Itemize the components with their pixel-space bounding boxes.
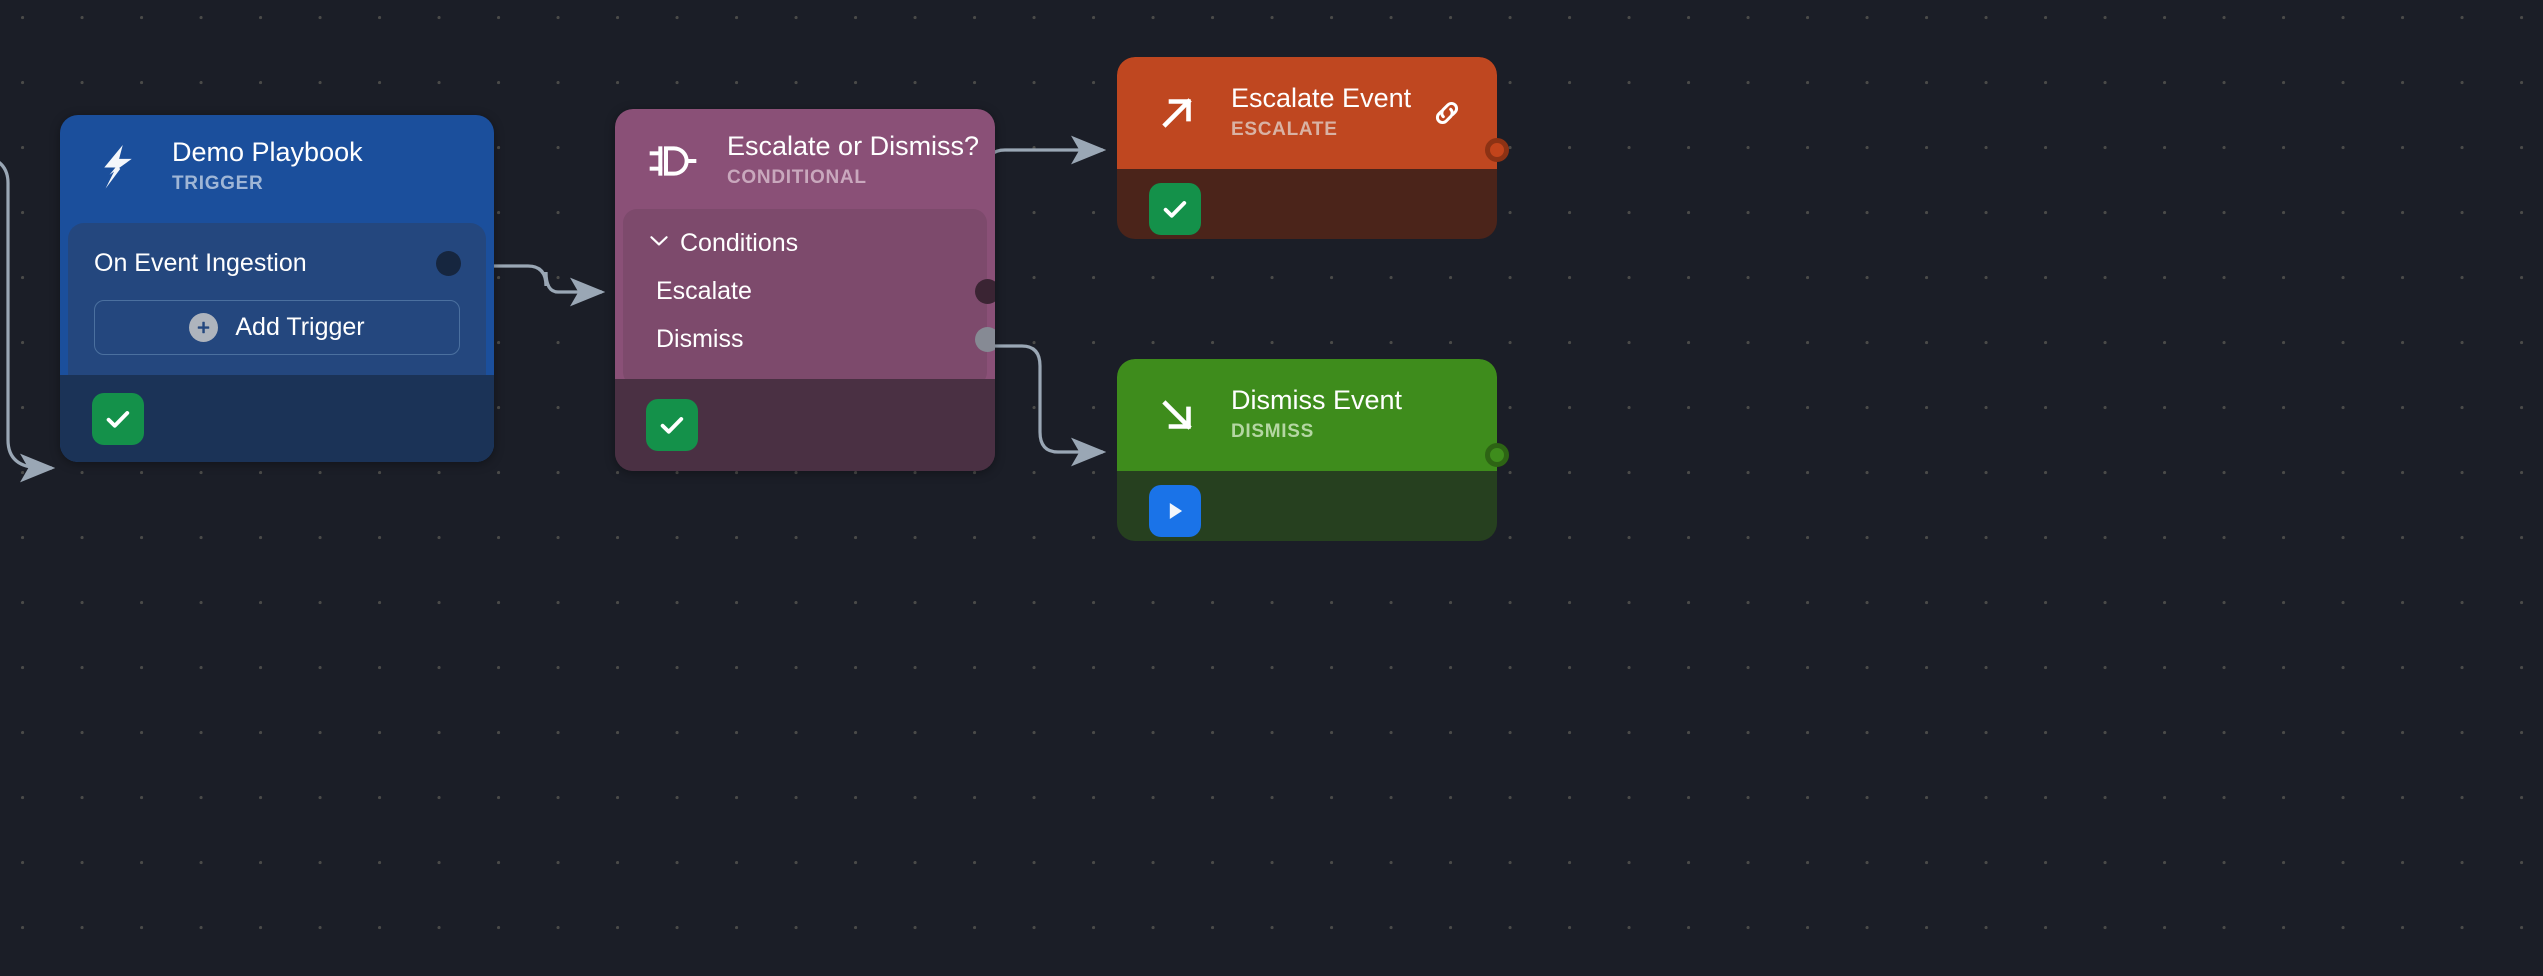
logic-gate-icon	[645, 133, 701, 189]
node-body: Dismiss Event DISMISS	[1117, 359, 1497, 541]
arrow-down-right-icon	[1149, 387, 1205, 443]
node-header-fill: Dismiss Event DISMISS	[1117, 359, 1497, 471]
trigger-inner-panel: On Event Ingestion Add Trigger	[68, 222, 486, 381]
conditional-top-section: Escalate or Dismiss? CONDITIONAL Conditi…	[615, 109, 995, 394]
conditions-section-toggle[interactable]: Conditions	[623, 225, 987, 268]
add-trigger-button[interactable]: Add Trigger	[94, 299, 460, 355]
chevron-down-icon	[649, 234, 669, 252]
add-trigger-label: Add Trigger	[235, 312, 365, 341]
lightning-bolt-icon	[90, 139, 146, 195]
node-footer	[60, 375, 494, 462]
node-escalate-or-dismiss-conditional[interactable]: Escalate or Dismiss? CONDITIONAL Conditi…	[615, 109, 995, 471]
node-subtitle: TRIGGER	[172, 172, 264, 194]
link-chain-icon[interactable]	[1427, 93, 1467, 133]
node-subtitle: CONDITIONAL	[727, 166, 867, 188]
trigger-row-on-event-ingestion[interactable]: On Event Ingestion	[94, 248, 461, 278]
condition-label: Dismiss	[656, 325, 744, 353]
condition-output-handle-escalate[interactable]	[974, 279, 995, 304]
node-footer	[1117, 471, 1497, 537]
node-header: Demo Playbook TRIGGER	[60, 115, 494, 215]
arrow-up-right-icon	[1149, 85, 1205, 141]
status-badge-check[interactable]	[92, 392, 144, 445]
trigger-output-handle[interactable]	[436, 250, 461, 276]
node-body: Demo Playbook TRIGGER On Event Ingestion	[60, 115, 494, 462]
trigger-row-label: On Event Ingestion	[94, 248, 307, 277]
status-badge-play[interactable]	[1149, 484, 1201, 537]
node-body: Escalate or Dismiss? CONDITIONAL Conditi…	[615, 109, 995, 471]
node-dismiss-event[interactable]: Dismiss Event DISMISS	[1117, 359, 1509, 541]
condition-label: Escalate	[656, 277, 752, 305]
condition-output-handle-dismiss[interactable]	[974, 327, 995, 352]
node-body: Escalate Event ESCALATE	[1117, 57, 1497, 239]
node-title: Demo Playbook	[172, 137, 363, 167]
plus-circle-icon	[189, 312, 219, 342]
node-title-group: Demo Playbook TRIGGER	[172, 137, 464, 197]
node-title: Escalate or Dismiss?	[727, 131, 980, 161]
node-output-handle[interactable]	[1485, 443, 1509, 467]
node-title-group: Dismiss Event DISMISS	[1231, 385, 1467, 445]
status-badge-check[interactable]	[646, 399, 698, 451]
node-subtitle: DISMISS	[1231, 420, 1315, 442]
node-header: Escalate Event ESCALATE	[1117, 57, 1497, 169]
node-footer	[615, 379, 995, 471]
node-demo-playbook-trigger[interactable]: Demo Playbook TRIGGER On Event Ingestion	[60, 115, 494, 462]
conditions-label: Conditions	[680, 228, 799, 257]
condition-row-dismiss[interactable]: Dismiss	[623, 316, 995, 364]
node-title-group: Escalate or Dismiss? CONDITIONAL	[727, 131, 980, 191]
conditions-panel: Conditions Escalate Dismiss	[623, 208, 995, 386]
node-title-group: Escalate Event ESCALATE	[1231, 83, 1412, 143]
status-badge-check[interactable]	[1149, 182, 1201, 235]
node-header: Dismiss Event DISMISS	[1117, 359, 1497, 471]
node-subtitle: ESCALATE	[1231, 118, 1338, 140]
condition-row-escalate[interactable]: Escalate	[623, 268, 995, 316]
node-title: Dismiss Event	[1231, 385, 1403, 415]
node-output-handle[interactable]	[1485, 138, 1509, 162]
edge-incoming-to-trigger	[0, 161, 56, 483]
node-header: Escalate or Dismiss? CONDITIONAL	[615, 109, 995, 209]
node-header-fill: Escalate Event ESCALATE	[1117, 57, 1497, 169]
node-escalate-event[interactable]: Escalate Event ESCALATE	[1117, 57, 1509, 239]
node-footer	[1117, 169, 1497, 235]
node-title: Escalate Event	[1231, 83, 1412, 113]
